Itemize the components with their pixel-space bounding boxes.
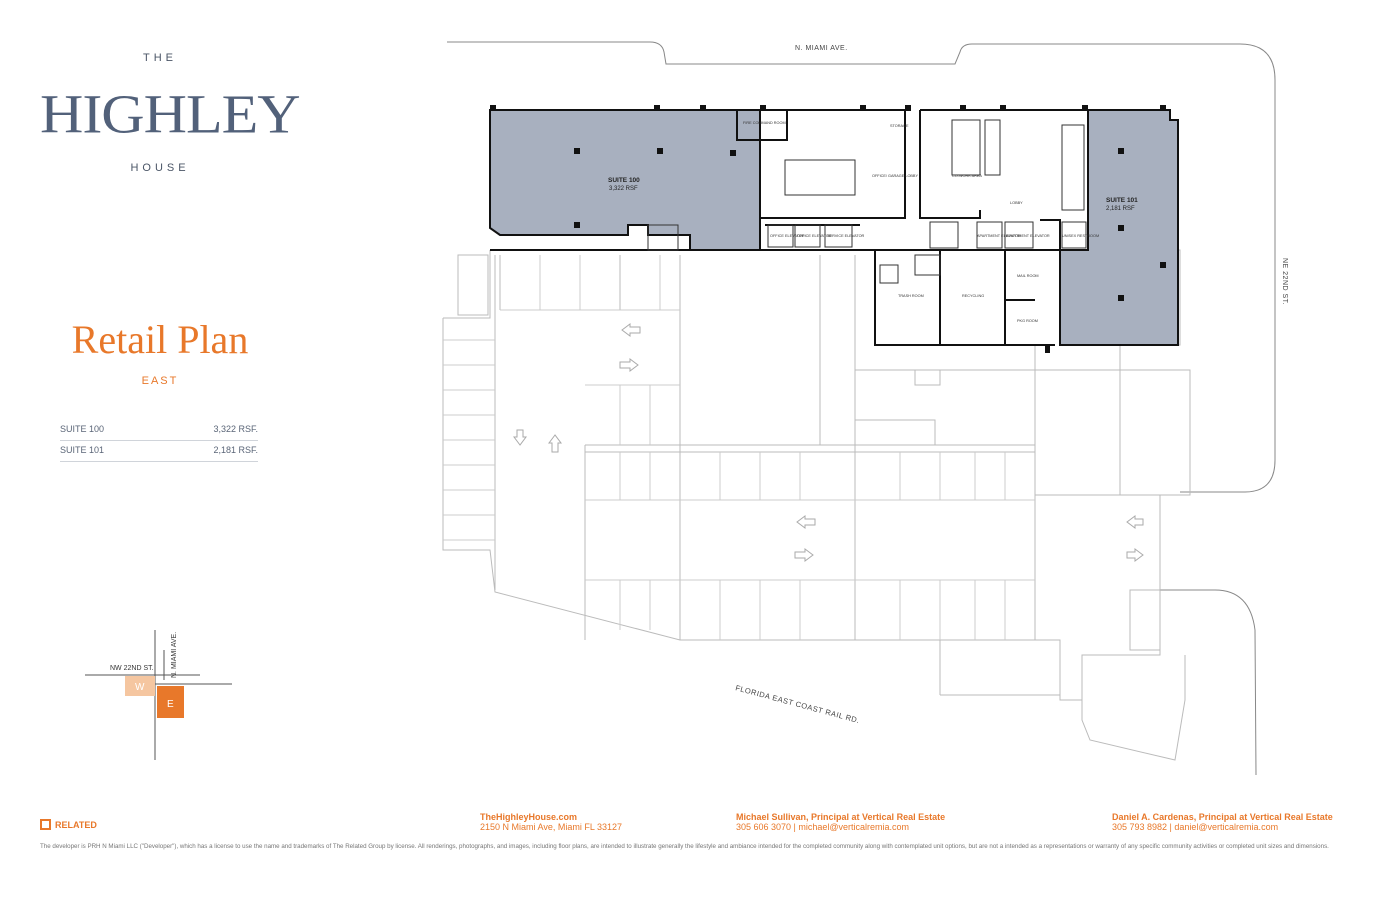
room-labels: FIRE COMMAND ROOM STORAGE OFFICE/ GARAGE…	[743, 121, 1099, 323]
plan-title: Retail Plan	[71, 317, 249, 362]
suite-area: 3,322 RSF.	[213, 424, 258, 434]
east-block	[157, 686, 184, 718]
key-map: NW 22ND ST. N. MIAMI AVE. W E	[85, 630, 232, 760]
columns	[490, 105, 1166, 353]
curb-line	[447, 41, 1276, 493]
related-logo-text: RELATED	[55, 819, 97, 830]
compass-east: E	[167, 699, 174, 710]
brand-the: THE	[143, 52, 177, 64]
compass-street-nw: NW 22ND ST.	[110, 665, 154, 672]
room-label: OFFICE/ GARAGE LOBBY	[872, 174, 918, 178]
room-label: CO-WORK AREA	[952, 174, 982, 178]
suite-100-label: SUITE 100	[608, 177, 640, 184]
brand-logo: HIGHLEY	[40, 83, 301, 145]
room-label: APARTMENT ELEVATOR	[977, 234, 1021, 238]
suite-row: SUITE 100 3,322 RSF.	[60, 424, 258, 441]
floor-plan: N. MIAMI AVE. NE 22ND ST. FLORIDA EAST C…	[442, 41, 1288, 776]
curb-line-south	[1160, 589, 1257, 776]
suite-row: SUITE 101 2,181 RSF.	[60, 445, 258, 462]
traffic-arrows	[513, 323, 1144, 562]
room-label: STORAGE	[890, 124, 909, 128]
room-label: UNISEX RESTROOM	[1062, 234, 1099, 238]
related-logo: RELATED	[40, 819, 97, 830]
street-n-miami: N. MIAMI AVE.	[795, 45, 848, 52]
suite-101-area: 2,181 RSF	[1106, 206, 1135, 212]
west-block	[125, 676, 155, 696]
address: 2150 N Miami Ave, Miami FL 33127	[480, 822, 623, 832]
contact-name: Daniel A. Cardenas, Principal at Vertica…	[1112, 812, 1333, 822]
room-label: PKG ROOM	[1017, 319, 1038, 323]
room-label: RECYCLING	[962, 294, 984, 298]
room-outlines	[647, 119, 1087, 284]
room-label: OFFICE ELEVATOR	[797, 234, 832, 238]
contact-cardenas: Daniel A. Cardenas, Principal at Vertica…	[1112, 812, 1333, 832]
compass-street-miami: N. MIAMI AVE.	[171, 632, 178, 678]
room-label: OFFICE ELEVATOR	[770, 234, 805, 238]
suite-name: SUITE 100	[60, 424, 105, 434]
website-link[interactable]: TheHighleyHouse.com	[480, 812, 578, 822]
suite-100-area: 3,322 RSF	[609, 186, 638, 192]
contact-website: TheHighleyHouse.com 2150 N Miami Ave, Mi…	[480, 812, 622, 832]
room-label: SERVICE ELEVATOR	[827, 234, 865, 238]
contact-details[interactable]: 305 793 8982 | daniel@verticalremia.com	[1112, 822, 1279, 832]
contact-details[interactable]: 305 606 3070 | michael@verticalremia.com	[736, 822, 910, 832]
room-label: TRASH ROOM	[898, 294, 924, 298]
legal-disclaimer: The developer is PRH N Miami LLC ("Devel…	[40, 843, 1329, 850]
parking-stalls	[443, 255, 1035, 640]
contact-sullivan: Michael Sullivan, Principal at Vertical …	[736, 812, 945, 832]
suite-name: SUITE 101	[60, 445, 105, 455]
room-label: FIRE COMMAND ROOM	[743, 121, 786, 125]
compass-west: W	[135, 682, 145, 693]
suite-101-label: SUITE 101	[1106, 197, 1138, 204]
street-ne-22nd: NE 22ND ST.	[1281, 258, 1288, 305]
brand-house: HOUSE	[130, 162, 190, 174]
room-label: MAIL ROOM	[1017, 274, 1039, 278]
street-rail-road: FLORIDA EAST COAST RAIL RD.	[734, 683, 860, 725]
contact-name: Michael Sullivan, Principal at Vertical …	[736, 812, 946, 822]
suite-area: 2,181 RSF.	[213, 445, 258, 455]
room-label: APARTMENT ELEVATOR	[1006, 234, 1050, 238]
room-label: LOBBY	[1010, 201, 1023, 205]
related-logo-icon	[40, 819, 51, 830]
plan-subtitle: EAST	[141, 375, 179, 387]
